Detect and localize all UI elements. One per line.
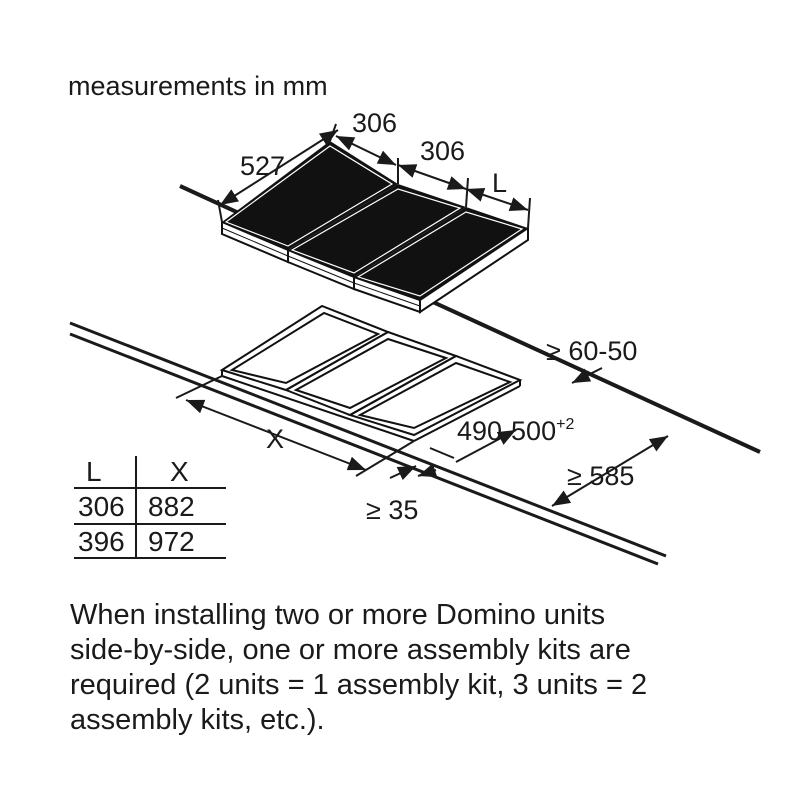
note-line: When installing two or more Domino units [70,599,605,631]
cutout-depth-label: 490-500+2 [457,416,574,446]
hob-unit-3 [353,207,529,314]
table-header-x: X [170,456,189,487]
note-line: side-by-side, one or more assembly kits … [70,634,631,666]
hob-dimension-lines [217,123,531,229]
table-cell: 882 [148,491,195,522]
note-line: required (2 units = 1 assembly kit, 3 un… [70,669,647,701]
table-header-l: L [86,456,102,487]
cutout-depth-tolerance: +2 [556,416,574,433]
hob-unit-2 [287,184,466,291]
width-unit-1-label: 306 [352,108,397,138]
depth-label: 527 [240,151,285,181]
table-cell: 972 [148,526,195,557]
width-unit-l-label: L [492,168,507,198]
front-clearance-label: ≥ 60-50 [546,336,637,366]
cutout-dimension-lines [175,367,669,507]
table-cell: 306 [78,491,125,522]
units-note: measurements in mm [68,71,328,101]
wall-clearance-label: ≥ 35 [366,495,418,525]
note-line: assembly kits, etc.). [70,704,325,736]
table-cell: 396 [78,526,125,557]
width-unit-2-label: 306 [420,136,465,166]
assembly-kit-note: When installing two or more Domino units… [70,599,647,736]
cutout-depth-value: 490-500 [457,416,556,446]
worktop-front-edge-outer [69,321,667,558]
worktop-depth-label: ≥ 585 [567,461,634,491]
size-table: L X 306 882 396 972 [74,456,226,559]
cutout-width-label: X [266,424,284,454]
